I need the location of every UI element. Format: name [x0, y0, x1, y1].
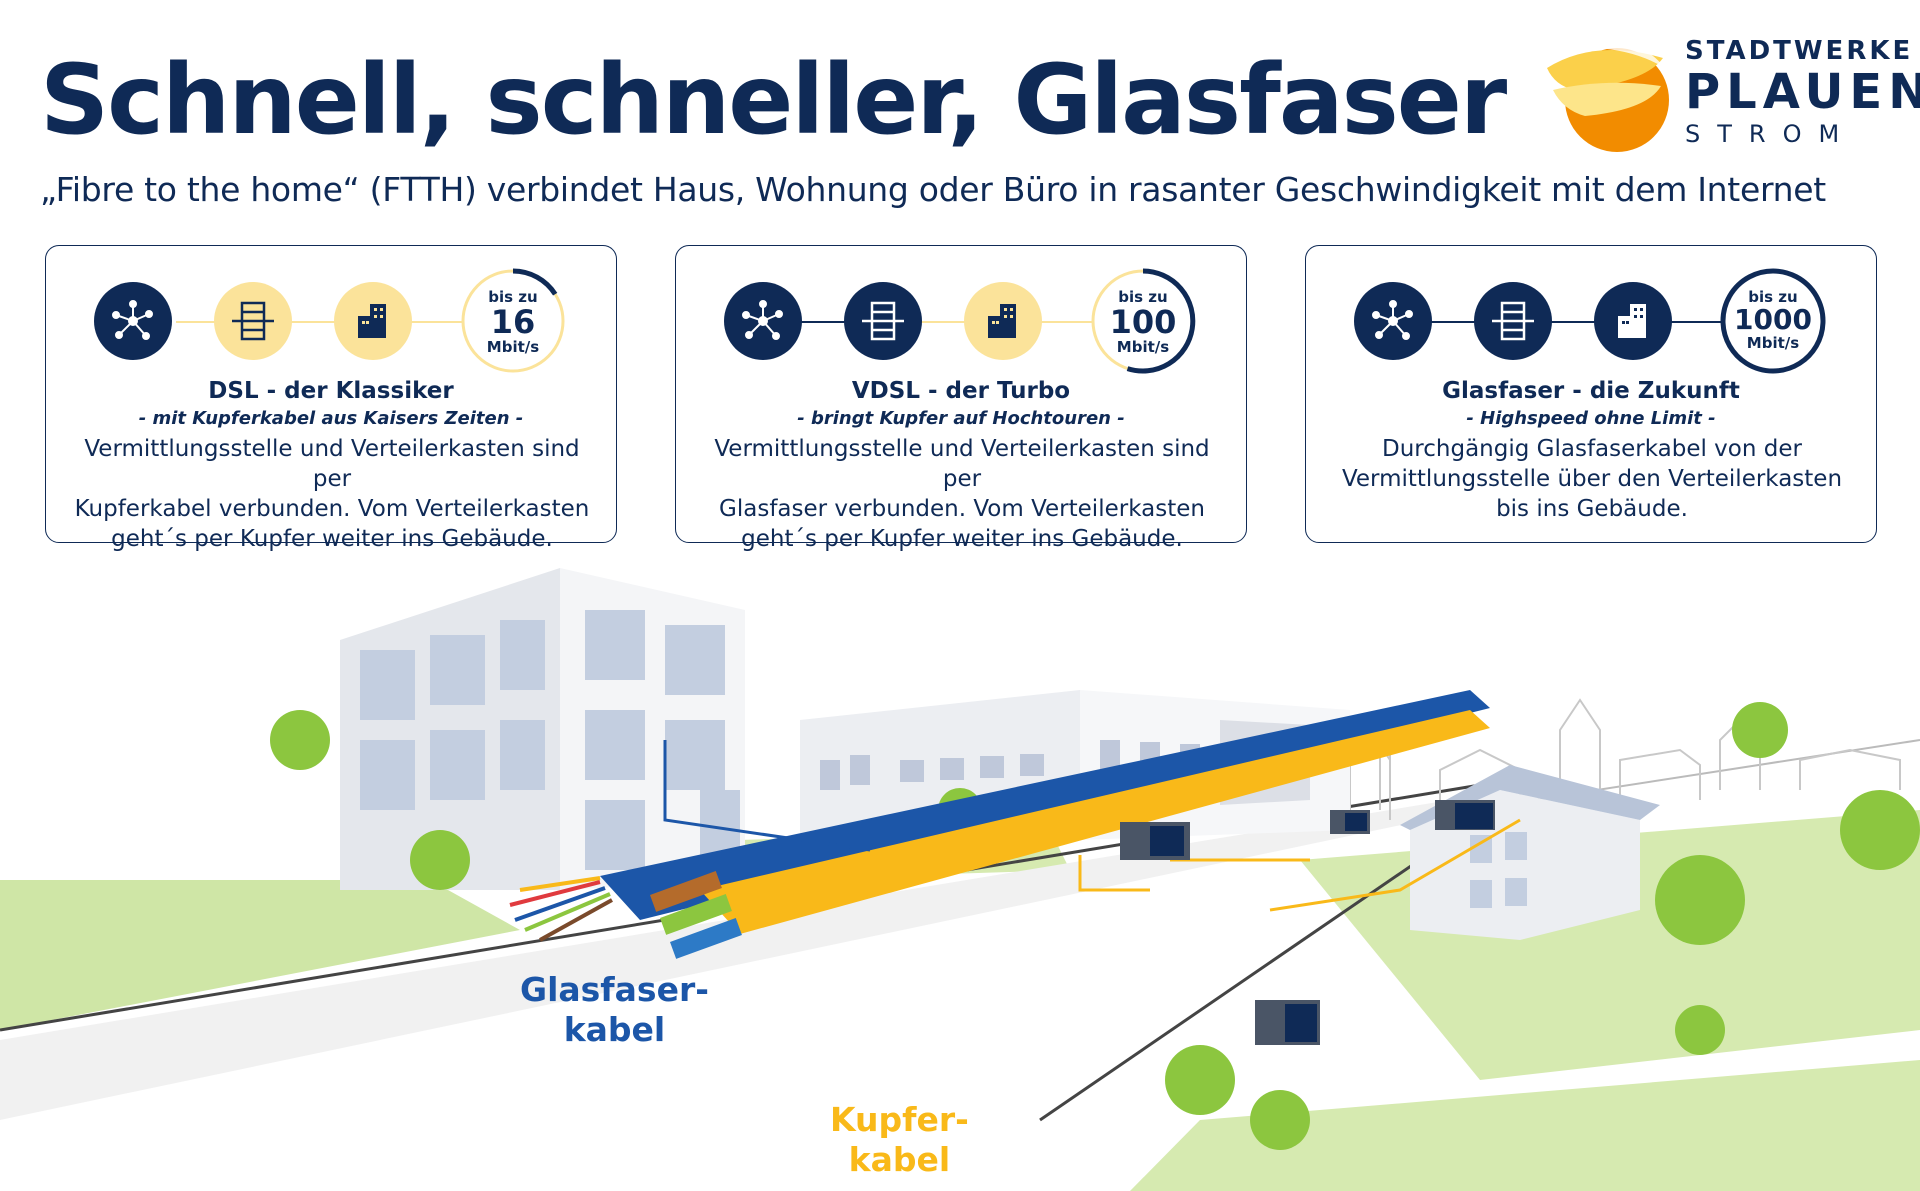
connector-line — [806, 321, 1106, 323]
copper-cable — [700, 710, 1490, 934]
page-title: Schnell, schneller, Glasfaser — [40, 44, 1507, 156]
copper-label-line: kabel — [848, 1140, 951, 1179]
speed-unit: Mbit/s — [486, 338, 540, 356]
stadtwerke-logo: STADTWERKE PLAUEN STROM — [1535, 28, 1920, 158]
desc-line: Glasfaser verbunden. Vom Verteilerkasten — [719, 496, 1205, 522]
office-building-front — [340, 568, 745, 890]
speed-gauge-arc — [512, 268, 558, 296]
logo-line-1: STADTWERKE — [1685, 36, 1914, 66]
speed-prefix: bis zu — [488, 288, 538, 306]
desc-line: Durchgängig Glasfaserkabel von der — [1382, 436, 1802, 462]
copper-cable-strands — [650, 871, 742, 959]
desc-line: Vermittlungsstelle über den Verteilerkas… — [1341, 466, 1843, 492]
speed-gauge-arc — [1720, 268, 1826, 374]
card-tagline: - bringt Kupfer auf Hochtouren - — [797, 408, 1125, 429]
building-icon — [334, 282, 412, 360]
card-dsl: bis zu 16 Mbit/s DSL - der Klassiker - m… — [45, 245, 617, 552]
card-tagline: - Highspeed ohne Limit - — [1466, 408, 1716, 429]
logo-line-2: PLAUEN — [1685, 64, 1920, 120]
distribution-box-icon — [1474, 282, 1552, 360]
distribution-box-icon — [844, 282, 922, 360]
network-scene-illustration — [0, 568, 1920, 1191]
network-icon — [724, 282, 802, 360]
speed-gauge: bis zu 1000 Mbit/s — [1718, 266, 1828, 376]
desc-line: geht´s per Kupfer weiter ins Gebäude. — [741, 526, 1183, 552]
building-icon — [1594, 282, 1672, 360]
card-glasfaser: bis zu 1000 Mbit/s Glasfaser - die Zukun… — [1305, 245, 1877, 543]
network-icon — [94, 282, 172, 360]
speed-gauge-arc — [1126, 268, 1196, 374]
fiber-label-line: kabel — [563, 1010, 666, 1049]
card-description: Vermittlungsstelle und Verteilerkasten s… — [696, 434, 1228, 554]
speed-prefix: bis zu — [1748, 288, 1798, 306]
desc-line: bis ins Gebäude. — [1496, 496, 1688, 522]
speed-unit: Mbit/s — [1116, 338, 1170, 356]
fiber-connector-line — [786, 321, 866, 323]
speed-prefix: bis zu — [1118, 288, 1168, 306]
street-cabinets — [1120, 800, 1495, 1045]
speed-value: 100 — [1109, 303, 1177, 341]
speed-gauge: bis zu 100 Mbit/s — [1088, 266, 1198, 376]
card-heading: Glasfaser - die Zukunft — [1442, 378, 1740, 404]
trees — [270, 702, 1920, 1150]
network-icon — [1354, 282, 1432, 360]
fiber-label-line: Glasfaser- — [520, 970, 709, 1009]
building-icon — [964, 282, 1042, 360]
sun-logo-icon — [1547, 43, 1669, 152]
fiber-connector-line — [1416, 321, 1746, 323]
copper-cable-label: Kupfer- kabel — [830, 1100, 969, 1180]
card-tagline: - mit Kupferkabel aus Kaisers Zeiten - — [138, 408, 524, 429]
desc-line: Vermittlungsstelle und Verteilerkasten s… — [714, 436, 1210, 492]
logo-line-3: STROM — [1685, 120, 1857, 148]
speed-unit: Mbit/s — [1746, 334, 1800, 352]
card-description: Durchgängig Glasfaserkabel von der Vermi… — [1326, 434, 1858, 524]
distribution-box-icon — [214, 282, 292, 360]
copper-label-line: Kupfer- — [830, 1100, 969, 1139]
card-vdsl: bis zu 100 Mbit/s VDSL - der Turbo - bri… — [675, 245, 1247, 552]
speed-value: 1000 — [1734, 303, 1812, 336]
desc-line: Vermittlungsstelle und Verteilerkasten s… — [84, 436, 580, 492]
speed-gauge: bis zu 16 Mbit/s — [458, 266, 568, 376]
lawn-right — [1130, 1060, 1920, 1191]
connector-line — [176, 321, 476, 323]
desc-line: geht´s per Kupfer weiter ins Gebäude. — [111, 526, 553, 552]
card-description: Vermittlungsstelle und Verteilerkasten s… — [66, 434, 598, 554]
page-subtitle: „Fibre to the home“ (FTTH) verbindet Hau… — [40, 170, 1826, 209]
speed-value: 16 — [490, 303, 536, 341]
lawn-left — [0, 880, 520, 1030]
fiber-cable-strands — [509, 876, 613, 942]
desc-line: Kupferkabel verbunden. Vom Verteilerkast… — [74, 496, 590, 522]
fiber-cable-label: Glasfaser- kabel — [520, 970, 709, 1050]
card-heading: DSL - der Klassiker — [208, 378, 454, 404]
card-heading: VDSL - der Turbo — [851, 378, 1071, 404]
